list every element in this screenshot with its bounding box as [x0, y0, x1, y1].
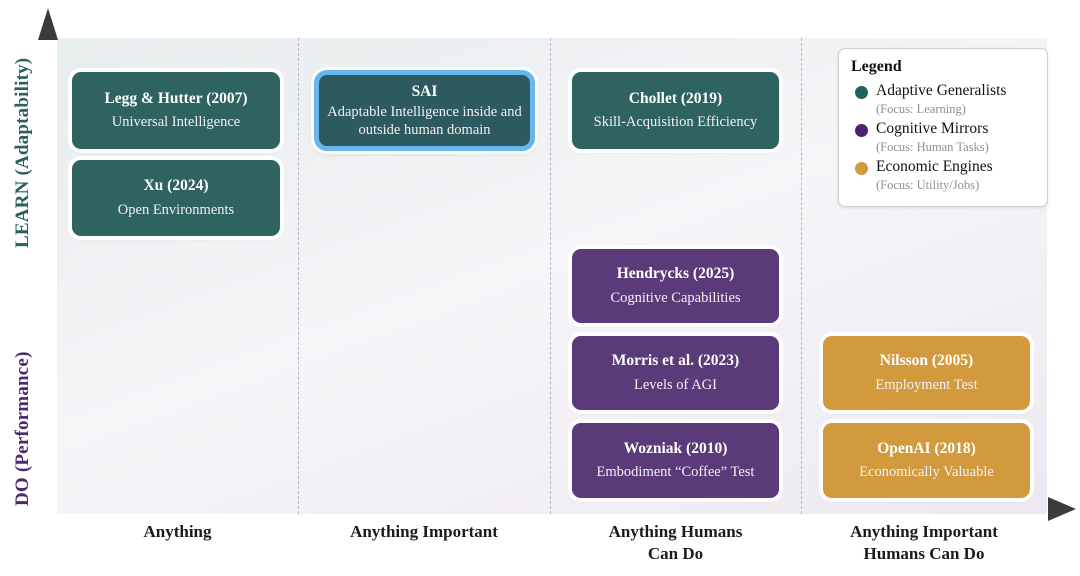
column-divider-2: [550, 38, 551, 514]
legend-item-focus: (Focus: Utility/Jobs): [876, 177, 980, 192]
concept-box-title: OpenAI (2018): [877, 439, 976, 457]
x-tick-line1: Anything Humans: [608, 522, 743, 541]
concept-box-morris[interactable]: Morris et al. (2023) Levels of AGI: [572, 336, 779, 410]
column-divider-1: [298, 38, 299, 514]
x-tick-line1: Anything: [143, 522, 212, 541]
x-axis-arrow-icon: [1048, 497, 1076, 521]
concept-box-chollet[interactable]: Chollet (2019) Skill-Acquisition Efficie…: [572, 72, 779, 149]
x-axis-tick-anything-humans-can-do: Anything Humans Can Do: [550, 521, 801, 565]
concept-box-subtitle: Economically Valuable: [859, 464, 994, 481]
concept-box-openai[interactable]: OpenAI (2018) Economically Valuable: [823, 423, 1030, 498]
concept-box-subtitle: Adaptable Intelligence inside and outsid…: [327, 104, 522, 138]
legend-item-focus: (Focus: Human Tasks): [876, 139, 989, 154]
x-tick-line1: Anything Important: [850, 522, 998, 541]
legend-item-economic-engines[interactable]: Economic Engines (Focus: Utility/Jobs): [851, 158, 1035, 193]
concept-box-subtitle: Levels of AGI: [634, 376, 717, 393]
x-tick-line2: Humans Can Do: [863, 544, 985, 564]
concept-box-hendrycks[interactable]: Hendrycks (2025) Cognitive Capabilities: [572, 249, 779, 323]
concept-box-legg-hutter[interactable]: Legg & Hutter (2007) Universal Intellige…: [72, 72, 280, 149]
concept-box-wozniak[interactable]: Wozniak (2010) Embodiment “Coffee” Test: [572, 423, 779, 498]
y-axis-label-learn: LEARN (Adaptability): [12, 57, 33, 248]
x-tick-line2: Can Do: [647, 544, 704, 564]
column-divider-3: [801, 38, 802, 514]
concept-box-subtitle: Skill-Acquisition Efficiency: [593, 114, 758, 131]
concept-box-title: Xu (2024): [143, 177, 209, 195]
concept-box-nilsson[interactable]: Nilsson (2005) Employment Test: [823, 336, 1030, 410]
legend-item-label: Adaptive Generalists: [876, 82, 1007, 99]
legend-item-adaptive-generalists[interactable]: Adaptive Generalists (Focus: Learning): [851, 82, 1035, 117]
concept-box-sai-highlighted[interactable]: SAI Adaptable Intelligence inside and ou…: [314, 70, 535, 151]
concept-box-title: Hendrycks (2025): [616, 265, 735, 283]
x-tick-line1: Anything Important: [350, 522, 498, 541]
y-axis-label-do: DO (Performance): [12, 351, 33, 506]
concept-box-title: Legg & Hutter (2007): [104, 89, 248, 107]
legend-dot-icon: [855, 162, 868, 175]
x-axis-tick-anything-important: Anything Important: [298, 521, 550, 543]
concept-box-subtitle: Open Environments: [117, 201, 235, 218]
concept-box-title: SAI: [411, 82, 438, 100]
legend-item-label: Economic Engines: [876, 158, 993, 175]
concept-box-xu[interactable]: Xu (2024) Open Environments: [72, 160, 280, 236]
concept-box-title: Chollet (2019): [628, 89, 723, 107]
legend-item-label: Cognitive Mirrors: [876, 120, 989, 137]
legend-item-cognitive-mirrors[interactable]: Cognitive Mirrors (Focus: Human Tasks): [851, 120, 1035, 155]
concept-box-title: Morris et al. (2023): [611, 352, 740, 370]
concept-box-subtitle: Universal Intelligence: [111, 114, 241, 131]
legend-title: Legend: [851, 58, 902, 75]
concept-box-subtitle: Employment Test: [875, 376, 978, 393]
legend-panel: Legend Adaptive Generalists (Focus: Lear…: [838, 48, 1048, 207]
concept-box-title: Wozniak (2010): [623, 439, 728, 457]
x-axis-tick-anything-important-humans-can-do: Anything Important Humans Can Do: [801, 521, 1047, 565]
legend-dot-icon: [855, 124, 868, 137]
x-axis-tick-anything: Anything: [57, 521, 298, 543]
legend-dot-icon: [855, 86, 868, 99]
legend-item-focus: (Focus: Learning): [876, 101, 966, 116]
concept-box-title: Nilsson (2005): [879, 352, 974, 370]
y-axis-arrow-icon: [38, 8, 58, 40]
concept-box-subtitle: Embodiment “Coffee” Test: [596, 464, 755, 481]
concept-box-subtitle: Cognitive Capabilities: [610, 289, 741, 306]
